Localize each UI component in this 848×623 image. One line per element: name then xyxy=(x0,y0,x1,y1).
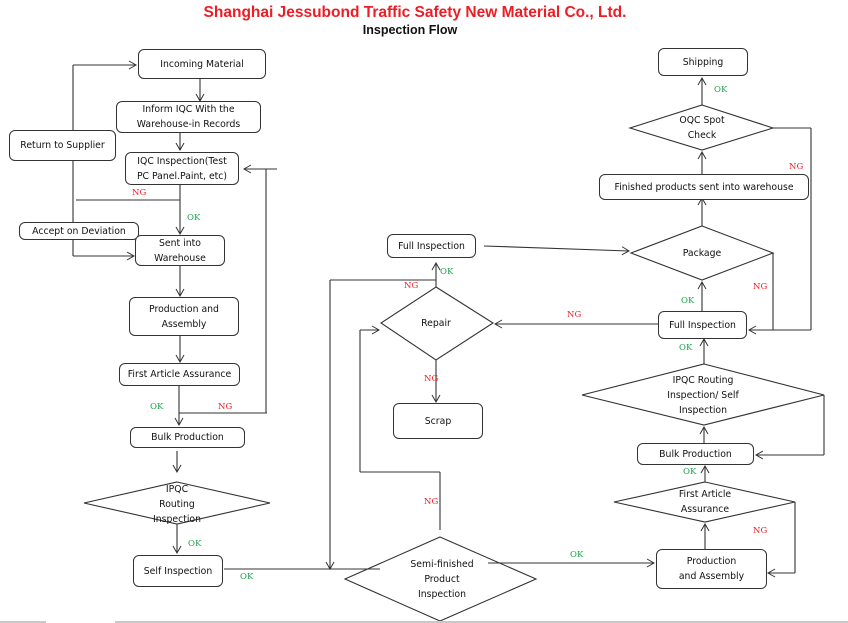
ipqc-routing-label: IPQC Routing Inspection xyxy=(152,483,202,525)
oqc-diamond xyxy=(628,104,775,151)
ipqc-self-label: IPQC Routing Inspection/ Self Inspection xyxy=(667,375,739,416)
oqc-spot-check-label: OQC Spot Check xyxy=(679,115,725,141)
package-label: Package xyxy=(682,247,722,259)
bulk-production-right-node: Bulk Production xyxy=(637,443,754,465)
ok-label: OK xyxy=(681,296,695,306)
shipping-node: Shipping xyxy=(658,48,748,76)
ng-label: NG xyxy=(132,188,147,198)
page-title: Inspection Flow xyxy=(362,23,458,37)
first-article-left-node: First Article Assurance xyxy=(119,363,240,386)
ok-label: OK xyxy=(440,267,454,277)
scrap-node: Scrap xyxy=(393,403,483,439)
ok-label: OK xyxy=(188,539,202,549)
ok-label: OK xyxy=(187,213,201,223)
semi-finished-label: Semi-finished Product Inspection xyxy=(410,559,474,600)
iqc-inspection-node: IQC Inspection(Test PC Panel.Paint, etc) xyxy=(125,152,239,185)
ok-label: OK xyxy=(679,343,693,353)
ok-label: OK xyxy=(570,550,584,560)
first-article-diamond xyxy=(613,481,796,523)
self-inspection-node: Self Inspection xyxy=(133,555,223,587)
repair-label: Repair xyxy=(421,317,451,329)
production-assembly-right-node: Production and Assembly xyxy=(656,549,767,589)
ng-label: NG xyxy=(789,162,804,172)
ng-label: NG xyxy=(424,374,439,384)
ng-label: NG xyxy=(753,526,768,536)
company-title: Shanghai Jessubond Traffic Safety New Ma… xyxy=(203,4,627,21)
ng-label: NG xyxy=(424,497,439,507)
accept-on-deviation-node: Accept on Deviation xyxy=(19,222,139,240)
footer-divider xyxy=(115,621,848,623)
full-inspection-right-node: Full Inspection xyxy=(658,311,747,339)
return-to-supplier-node: Return to Supplier xyxy=(9,130,116,161)
ok-label: OK xyxy=(683,467,697,477)
inform-iqc-node: Inform IQC With the Warehouse-in Records xyxy=(116,101,261,133)
full-inspection-mid-node: Full Inspection xyxy=(387,234,476,258)
ipqc-self-diamond xyxy=(581,363,825,426)
bulk-production-left-node: Bulk Production xyxy=(130,427,245,448)
finished-products-node: Finished products sent into warehouse xyxy=(599,174,809,200)
incoming-material-node: Incoming Material xyxy=(138,49,266,79)
ng-label: NG xyxy=(753,282,768,292)
ng-label: NG xyxy=(404,281,419,291)
ok-label: OK xyxy=(714,85,728,95)
footer-divider xyxy=(0,621,46,623)
package-diamond xyxy=(629,225,775,281)
production-assembly-left-node: Production and Assembly xyxy=(129,297,239,336)
ng-label: NG xyxy=(567,310,582,320)
ok-label: OK xyxy=(150,402,164,412)
ok-label: OK xyxy=(240,572,254,582)
first-article-right-label: First Article Assurance xyxy=(678,489,732,515)
sent-into-warehouse-node: Sent into Warehouse xyxy=(135,235,225,266)
ng-label: NG xyxy=(218,402,233,412)
